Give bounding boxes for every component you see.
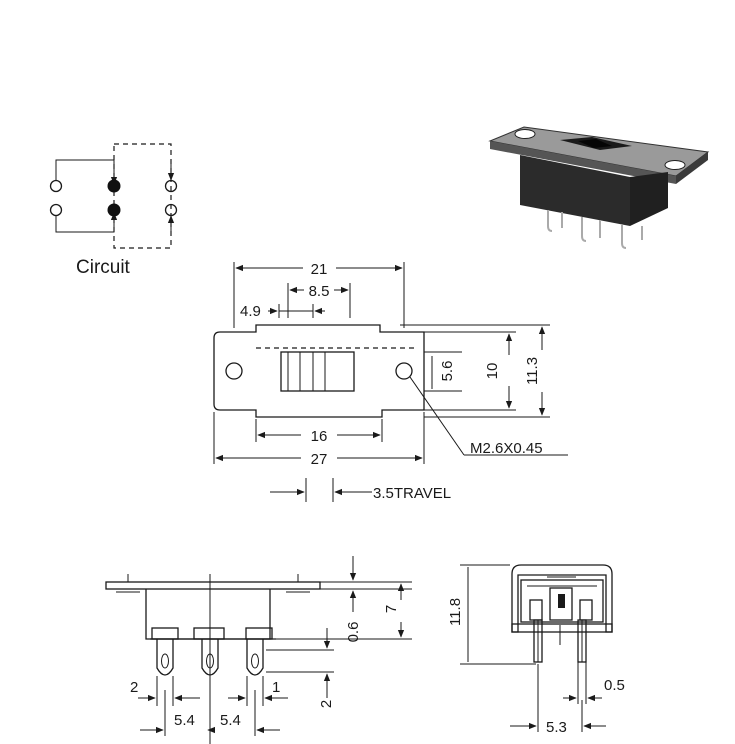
top-view-outline — [213, 324, 425, 418]
dim-total-length: 27 — [311, 451, 328, 468]
dim-side-body-height: 7 — [383, 605, 400, 613]
dim-end-height: 11.8 — [447, 598, 464, 626]
dim-travel: 3.5TRAVEL — [373, 485, 451, 502]
circuit-schematic: Circuit — [49, 143, 178, 278]
dim-inner-height: 5.6 — [439, 361, 456, 382]
terminal-left-top — [49, 179, 63, 193]
terminal-right-bottom — [164, 203, 178, 217]
dim-body-height: 10 — [484, 363, 501, 380]
mounting-hole-right — [395, 362, 413, 380]
dim-pin-drop: 2 — [318, 700, 335, 708]
dim-pin-pitch-right: 5.4 — [220, 712, 241, 729]
dim-knob-offset: 4.9 — [240, 303, 261, 320]
slider-position-box — [113, 143, 172, 249]
dim-pin-left-offset: 2 — [130, 679, 138, 696]
thread-callout: M2.6X0.45 — [470, 440, 543, 457]
thread-leader — [409, 376, 465, 456]
dim-flange-thickness: 0.6 — [345, 622, 362, 643]
circuit-label: Circuit — [76, 257, 131, 278]
side-view-drawing: 0.6 7 2 2 1 5.4 5.4 — [105, 556, 412, 744]
terminal-common-bottom — [107, 203, 121, 217]
dim-pin-thickness: 0.5 — [604, 677, 625, 694]
mounting-hole-left — [225, 362, 243, 380]
top-view-drawing: 21 8.5 4.9 5.6 10 11.3 — [213, 261, 568, 502]
side-view-flange — [105, 581, 321, 590]
side-pin-middle — [201, 639, 219, 676]
terminal-right-top — [164, 179, 178, 193]
circuit-link-bottom — [55, 212, 118, 233]
dim-pin-right-offset: 1 — [272, 679, 280, 696]
dim-total-height: 11.3 — [524, 357, 541, 385]
dim-end-width: 5.3 — [546, 719, 567, 736]
side-pin-right — [246, 639, 264, 676]
side-view-body — [145, 589, 271, 640]
circuit-link-top — [55, 159, 118, 185]
dim-knob-width: 8.5 — [309, 283, 330, 300]
dim-pin-pitch-left: 5.4 — [174, 712, 195, 729]
end-view-drawing: 11.8 0.5 5.3 — [447, 564, 625, 736]
end-view-actuator — [549, 587, 573, 621]
dim-inner-length: 16 — [311, 428, 328, 445]
product-illustration — [488, 126, 710, 249]
end-view-inner-frame — [520, 579, 604, 623]
terminal-common-top — [107, 179, 121, 193]
terminal-left-bottom — [49, 203, 63, 217]
side-pin-left — [156, 639, 174, 676]
dim-overall-width: 21 — [311, 261, 328, 278]
slider-knob — [280, 351, 355, 392]
